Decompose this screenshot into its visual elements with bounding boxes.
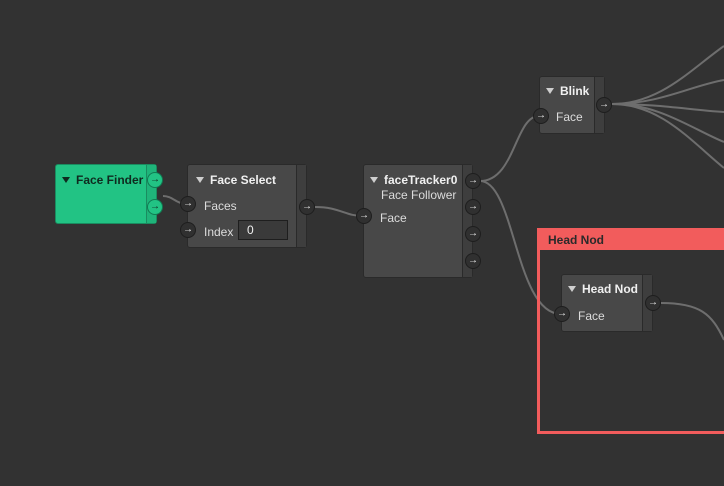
node-title-text: Face Select	[210, 173, 277, 187]
node-title-text: faceTracker0	[384, 173, 458, 187]
port-label-face: Face	[380, 211, 407, 225]
head-nod-output-port[interactable]: →	[645, 295, 661, 311]
arrow-right-icon: →	[150, 201, 160, 212]
node-blink[interactable]: Blink Face	[539, 76, 605, 134]
arrow-right-icon: →	[557, 308, 567, 319]
face-tracker-output-port-4[interactable]: →	[465, 253, 481, 269]
arrow-right-icon: →	[468, 201, 478, 212]
collapse-triangle-icon[interactable]	[546, 88, 554, 94]
wire-headnod-out	[660, 302, 724, 341]
wire-tracker-headnod	[479, 180, 562, 315]
arrow-right-icon: →	[359, 210, 369, 221]
node-title-text: Face Finder	[76, 173, 144, 187]
arrow-right-icon: →	[468, 175, 478, 186]
face-select-output-port[interactable]: →	[299, 199, 315, 215]
face-tracker-output-port-1[interactable]: →	[465, 173, 481, 189]
port-label-face: Face	[578, 309, 605, 323]
group-title[interactable]: Head Nod	[540, 231, 724, 250]
head-nod-input-face[interactable]: →	[554, 306, 570, 322]
port-label-faces: Faces	[204, 199, 237, 213]
node-edge	[146, 165, 156, 223]
node-title-text: Head Nod	[582, 282, 639, 296]
port-label-face: Face	[556, 110, 583, 124]
node-title: Face Select	[196, 173, 276, 187]
node-title: Head Nod	[568, 282, 638, 296]
face-select-input-index[interactable]: →	[180, 222, 196, 238]
arrow-right-icon: →	[599, 99, 609, 110]
face-tracker-output-port-3[interactable]: →	[465, 226, 481, 242]
wire-blink-out-2	[611, 79, 724, 105]
group-head-nod[interactable]: Head Nod	[537, 228, 724, 434]
arrow-right-icon: →	[648, 297, 658, 308]
port-label-index: Index	[204, 225, 234, 239]
node-title: faceTracker0	[370, 173, 457, 187]
collapse-triangle-icon[interactable]	[370, 177, 378, 183]
face-tracker-input-face[interactable]: →	[356, 208, 372, 224]
node-title-text: Blink	[560, 84, 590, 98]
arrow-right-icon: →	[183, 224, 193, 235]
node-title: Face Finder	[62, 173, 143, 187]
collapse-triangle-icon[interactable]	[62, 177, 70, 183]
arrow-right-icon: →	[302, 201, 312, 212]
face-select-input-faces[interactable]: →	[180, 196, 196, 212]
collapse-triangle-icon[interactable]	[196, 177, 204, 183]
face-tracker-output-port-2[interactable]: →	[465, 199, 481, 215]
node-head-nod[interactable]: Head Nod Face	[561, 274, 653, 332]
collapse-triangle-icon[interactable]	[568, 286, 576, 292]
arrow-right-icon: →	[468, 228, 478, 239]
arrow-right-icon: →	[150, 174, 160, 185]
blink-input-face[interactable]: →	[533, 108, 549, 124]
node-face-finder[interactable]: Face Finder	[55, 164, 157, 224]
face-finder-output-port-2[interactable]: →	[147, 199, 163, 215]
arrow-right-icon: →	[536, 110, 546, 121]
arrow-right-icon: →	[183, 198, 193, 209]
wire-blink-out-5	[611, 103, 724, 169]
wire-tracker-blink	[479, 115, 540, 182]
node-subtitle: Face Follower	[381, 188, 457, 202]
blink-output-port[interactable]: →	[596, 97, 612, 113]
node-edge	[462, 165, 472, 277]
node-face-tracker[interactable]: faceTracker0 Face Follower Face	[363, 164, 473, 278]
node-face-select[interactable]: Face Select Faces Index	[187, 164, 307, 248]
face-finder-output-port-1[interactable]: →	[147, 172, 163, 188]
index-input[interactable]	[238, 220, 288, 240]
arrow-right-icon: →	[468, 255, 478, 266]
node-title: Blink	[546, 84, 589, 98]
